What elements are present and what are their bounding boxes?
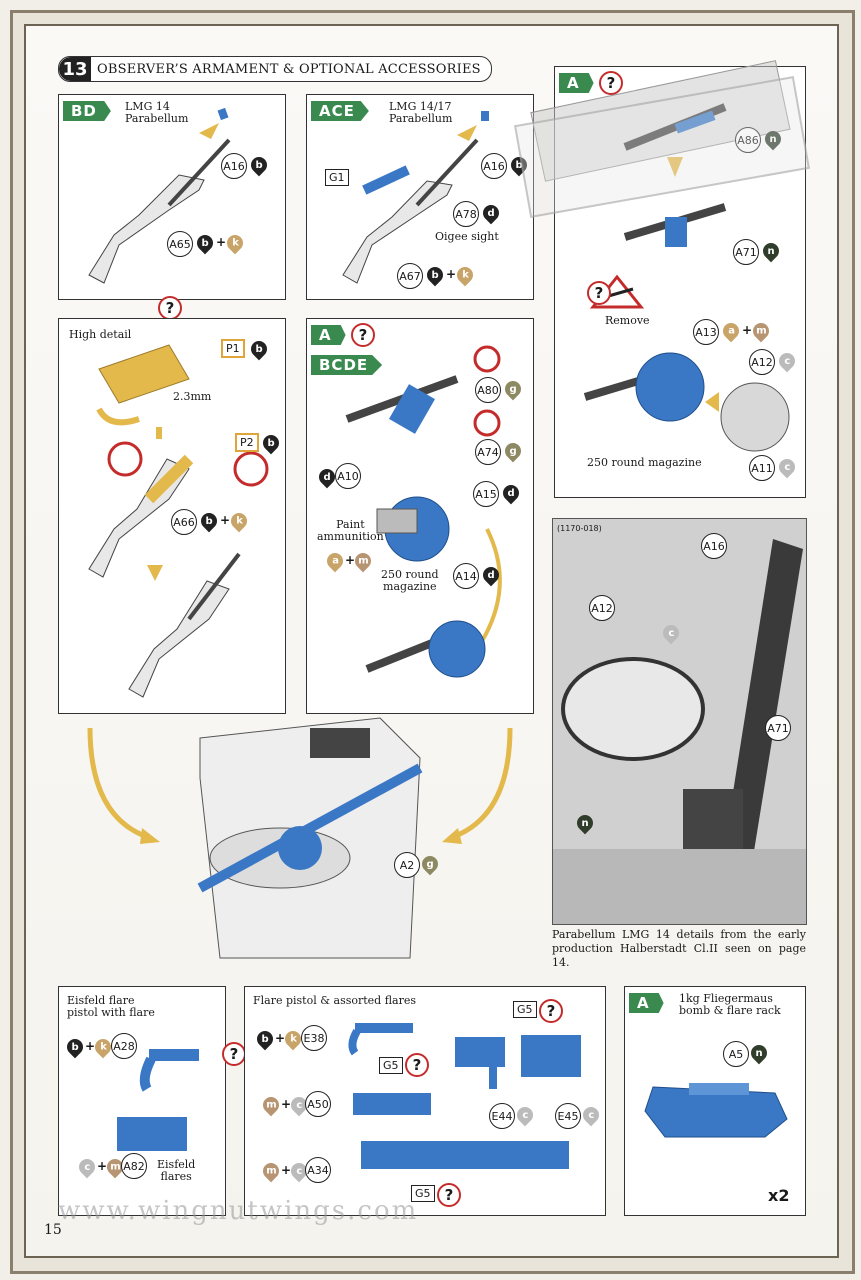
optional-question-icon: ? <box>222 1042 246 1066</box>
flare-pistol-illustration <box>117 1049 199 1151</box>
callout-a16: A16 <box>481 153 507 179</box>
version-tag: BD <box>63 101 111 121</box>
callout-a78: A78 <box>453 201 479 227</box>
photo-reference: (1170-018) <box>557 524 602 533</box>
machine-gun-illustration <box>88 107 231 284</box>
plus-sign: + <box>216 235 227 249</box>
callout-a14: A14 <box>453 563 479 589</box>
plus-sign: + <box>97 1159 108 1173</box>
optional-question-icon: ? <box>437 1183 461 1207</box>
step-header: 13 OBSERVER’S ARMAMENT & OPTIONAL ACCESS… <box>58 56 492 82</box>
optional-question-icon: ? <box>599 71 623 95</box>
callout-a12: A12 <box>749 349 775 375</box>
panel-flares: Flare pistol & assorted flares b + k E38… <box>244 986 606 1216</box>
step-title: OBSERVER’S ARMAMENT & OPTIONAL ACCESSORI… <box>97 61 481 77</box>
panel-title: High detail <box>69 328 132 341</box>
group-box-g5: G5 <box>379 1057 403 1074</box>
panel-a-magazine: A ? A86 n A71 n ? Remove A13 a + m A12 c… <box>530 60 806 498</box>
callout-a2: A2 <box>394 852 420 878</box>
callout-e45: E45 <box>555 1103 581 1129</box>
plus-sign: + <box>742 323 753 337</box>
reference-photo: (1170-018) A16 A12 c A71 n <box>552 518 807 925</box>
website-watermark: www.wingnutwings.com <box>58 1196 419 1226</box>
callout-a71: A71 <box>765 715 791 741</box>
magazine-label: 250 round magazine <box>587 456 702 469</box>
plus-sign: + <box>281 1097 292 1111</box>
remove-label: Remove <box>605 314 650 327</box>
plus-sign: + <box>85 1039 96 1053</box>
optional-question-icon: ? <box>405 1053 429 1077</box>
photo-caption: Parabellum LMG 14 details from the early… <box>552 928 806 969</box>
callout-a86: A86 <box>735 127 761 153</box>
sight-label: Oigee sight <box>435 230 499 243</box>
photo-etch-p2: P2 <box>235 433 259 452</box>
page-number: 15 <box>44 1222 62 1238</box>
callout-a80: A80 <box>475 377 501 403</box>
optional-question-icon: ? <box>587 281 611 305</box>
photo-illustration <box>553 519 806 924</box>
callout-e38: E38 <box>301 1025 327 1051</box>
callout-a34: A34 <box>305 1157 331 1183</box>
version-tag: A <box>559 73 594 93</box>
quantity-label: x2 <box>768 1186 790 1205</box>
callout-a66: A66 <box>171 509 197 535</box>
callout-a16: A16 <box>221 153 247 179</box>
callout-a15: A15 <box>473 481 499 507</box>
plus-sign: + <box>446 267 457 281</box>
step-number: 13 <box>59 57 91 81</box>
optional-question-icon: ? <box>158 296 182 320</box>
panel-title: Flare pistol & assorted flares <box>253 994 417 1007</box>
callout-a67: A67 <box>397 263 423 289</box>
group-box-g5: G5 <box>513 1001 537 1018</box>
callout-a82: A82 <box>121 1153 147 1179</box>
flares-illustration <box>348 1023 581 1169</box>
callout-a28: A28 <box>111 1033 137 1059</box>
ammunition-illustration <box>345 345 502 678</box>
optional-question-icon: ? <box>351 323 375 347</box>
callout-a50: A50 <box>305 1091 331 1117</box>
group-box-g5: G5 <box>411 1185 435 1202</box>
version-tag: A <box>311 325 346 345</box>
plus-sign: + <box>345 553 356 567</box>
callout-a74: A74 <box>475 439 501 465</box>
callout-e44: E44 <box>489 1103 515 1129</box>
callout-a10: A10 <box>335 463 361 489</box>
machine-gun-illustration <box>342 111 489 284</box>
callout-a11: A11 <box>749 455 775 481</box>
plus-sign: + <box>281 1163 292 1177</box>
plus-sign: + <box>275 1031 286 1045</box>
callout-a16: A16 <box>701 533 727 559</box>
callout-a5: A5 <box>723 1041 749 1067</box>
version-tag: BCDE <box>311 355 383 375</box>
bomb-rack-illustration <box>644 1083 788 1138</box>
callout-a65: A65 <box>167 231 193 257</box>
callout-a71: A71 <box>733 239 759 265</box>
callout-a13: A13 <box>693 319 719 345</box>
dimension-label: 2.3mm <box>173 390 212 403</box>
group-box-g1: G1 <box>325 169 349 186</box>
main-assembly-illustration <box>87 717 513 959</box>
plus-sign: + <box>220 513 231 527</box>
callout-a12: A12 <box>589 595 615 621</box>
photo-etch-p1: P1 <box>221 339 245 358</box>
high-detail-illustration <box>88 344 269 698</box>
optional-question-icon: ? <box>539 999 563 1023</box>
version-tag: ACE <box>311 101 369 121</box>
version-tag: A <box>629 993 664 1013</box>
panel-high-detail: High detail P1 b 2.3mm P2 b A66 b + k <box>58 318 286 714</box>
